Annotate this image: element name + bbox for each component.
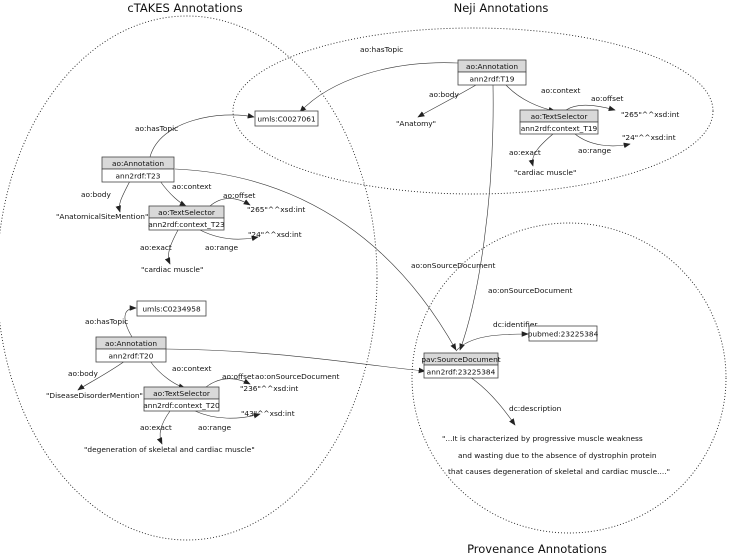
label-t23-context: ao:context xyxy=(172,182,211,191)
literal-description-line-2: and wasting due to the absence of dystro… xyxy=(458,451,657,460)
label-t19-range: ao:range xyxy=(578,146,611,155)
label-t23-range: ao:range xyxy=(205,243,238,252)
literal-cardiac-t19: "cardiac muscle" xyxy=(514,168,576,177)
edge-t23-range xyxy=(199,229,259,242)
literal-range-t20: "43"^^xsd:int xyxy=(241,409,295,418)
node-annotation-t23-type: ao:Annotation xyxy=(112,159,164,168)
node-textselector-t20[interactable]: ao:TextSelector ann2rdf:context_T20 xyxy=(143,386,220,412)
node-textselector-t20-id: ann2rdf:context_T20 xyxy=(143,401,220,410)
literal-cardiac-t23: "cardiac muscle" xyxy=(141,265,203,274)
edge-t19-exact xyxy=(528,133,554,167)
label-t23-body: ao:body xyxy=(81,190,111,199)
edge-t23-exact xyxy=(164,229,179,265)
edge-t20-exact xyxy=(156,410,171,445)
node-pubmed[interactable]: pubmed:23225384 xyxy=(528,325,599,342)
label-t19-exact: ao:exact xyxy=(509,148,541,157)
edge-t19-offset xyxy=(565,104,616,111)
node-annotation-t19[interactable]: ao:Annotation ann2rdf:T19 xyxy=(457,59,527,86)
node-textselector-t19-type: ao:TextSelector xyxy=(531,112,589,121)
node-textselector-t23-id: ann2rdf:context_T23 xyxy=(148,220,225,229)
edge-t19-hastopic xyxy=(299,62,459,113)
node-sourcedocument[interactable]: pav:SourceDocument ann2rdf:23225384 xyxy=(421,352,501,379)
edge-t19-onsource xyxy=(459,84,494,351)
label-t23-hastopic: ao:hasTopic xyxy=(135,124,178,133)
node-umls-c0027061-label: umls:C0027061 xyxy=(257,115,316,124)
label-t19-context: ao:context xyxy=(541,86,580,95)
node-umls-c0234958-label: umls:C0234958 xyxy=(142,305,201,314)
edge-t20-range xyxy=(194,410,261,419)
node-annotation-t20[interactable]: ao:Annotation ann2rdf:T20 xyxy=(95,336,167,363)
literal-description-line-3: that causes degeneration of skeletal and… xyxy=(448,467,670,476)
provenance-title: Provenance Annotations xyxy=(467,542,607,555)
node-sourcedocument-type: pav:SourceDocument xyxy=(421,355,500,364)
edge-t20-offset xyxy=(205,378,251,388)
literal-offset-t23: "265"^^xsd:int xyxy=(247,205,305,214)
node-sourcedocument-id: ann2rdf:23225384 xyxy=(427,368,496,377)
label-t20-offset: ao:offset xyxy=(222,372,255,381)
edge-t19-body xyxy=(417,84,477,118)
label-srcdoc-identifier: dc:identifier xyxy=(493,320,538,329)
label-t23-exact: ao:exact xyxy=(140,243,172,252)
label-t20-context: ao:context xyxy=(172,364,211,373)
literal-degeneration: "degeneration of skeletal and cardiac mu… xyxy=(84,445,255,454)
edge-t23-hastopic xyxy=(149,112,255,158)
node-umls-c0234958[interactable]: umls:C0234958 xyxy=(136,300,207,317)
literal-range-t19: "24"^^xsd:int xyxy=(622,133,676,142)
ctakes-title: cTAKES Annotations xyxy=(127,1,242,15)
label-srcdoc-description: dc:description xyxy=(509,404,562,413)
label-t20-hastopic: ao:hasTopic xyxy=(85,317,128,326)
literal-description-line-1: "...It is characterized by progressive m… xyxy=(442,434,643,443)
label-t20-exact: ao:exact xyxy=(140,423,172,432)
node-annotation-t19-id: ann2rdf:T19 xyxy=(470,75,515,84)
literal-offset-t20: "236"^^xsd:int xyxy=(240,384,298,393)
edge-t20-onsource xyxy=(164,348,426,374)
literal-range-t23: "24"^^xsd:int xyxy=(248,230,302,239)
label-t20-onsource: ao:onSourceDocument xyxy=(255,372,340,381)
edge-t23-context xyxy=(159,180,187,207)
edge-t20-body xyxy=(77,360,126,391)
literal-anatomy: "Anatomy" xyxy=(396,119,436,128)
edge-t23-offset xyxy=(209,198,251,207)
node-umls-c0027061[interactable]: umls:C0027061 xyxy=(254,110,319,127)
edge-t20-hastopic xyxy=(124,305,137,338)
node-annotation-t23-id: ann2rdf:T23 xyxy=(116,172,161,181)
edge-t23-onsource xyxy=(174,168,457,351)
node-textselector-t19[interactable]: ao:TextSelector ann2rdf:context_T19 xyxy=(519,109,599,135)
label-t19-body: ao:body xyxy=(429,90,459,99)
edge-t19-range xyxy=(574,133,631,149)
literal-disease: "DiseaseDisorderMention" xyxy=(46,391,143,400)
node-textselector-t20-type: ao:TextSelector xyxy=(153,389,211,398)
provenance-region xyxy=(411,222,727,534)
neji-title: Neji Annotations xyxy=(454,1,549,15)
edge-t23-body xyxy=(115,180,131,213)
node-pubmed-label: pubmed:23225384 xyxy=(528,330,599,339)
node-textselector-t23[interactable]: ao:TextSelector ann2rdf:context_T23 xyxy=(148,205,225,231)
node-textselector-t19-id: ann2rdf:context_T19 xyxy=(521,124,598,133)
label-t19-hastopic: ao:hasTopic xyxy=(360,45,403,54)
label-t19-onsource: ao:onSourceDocument xyxy=(488,286,573,295)
edge-srcdoc-description xyxy=(469,376,516,426)
node-textselector-t23-type: ao:TextSelector xyxy=(158,208,216,217)
node-annotation-t23[interactable]: ao:Annotation ann2rdf:T23 xyxy=(101,156,175,183)
label-t20-body: ao:body xyxy=(68,369,98,378)
node-annotation-t20-type: ao:Annotation xyxy=(105,339,157,348)
ctakes-region xyxy=(0,15,378,541)
node-annotation-t19-type: ao:Annotation xyxy=(466,62,518,71)
neji-region xyxy=(232,27,714,195)
literal-offset-t19: "265"^^xsd:int xyxy=(621,110,679,119)
edge-srcdoc-identifier xyxy=(455,331,529,352)
label-t20-range: ao:range xyxy=(198,423,231,432)
node-annotation-t20-id: ann2rdf:T20 xyxy=(109,352,154,361)
label-t23-onsource: ao:onSourceDocument xyxy=(411,261,496,270)
label-t19-offset: ao:offset xyxy=(591,94,624,103)
literal-anatomical: "AnatomicalSiteMention" xyxy=(56,212,148,221)
label-t23-offset: ao:offset xyxy=(223,191,256,200)
